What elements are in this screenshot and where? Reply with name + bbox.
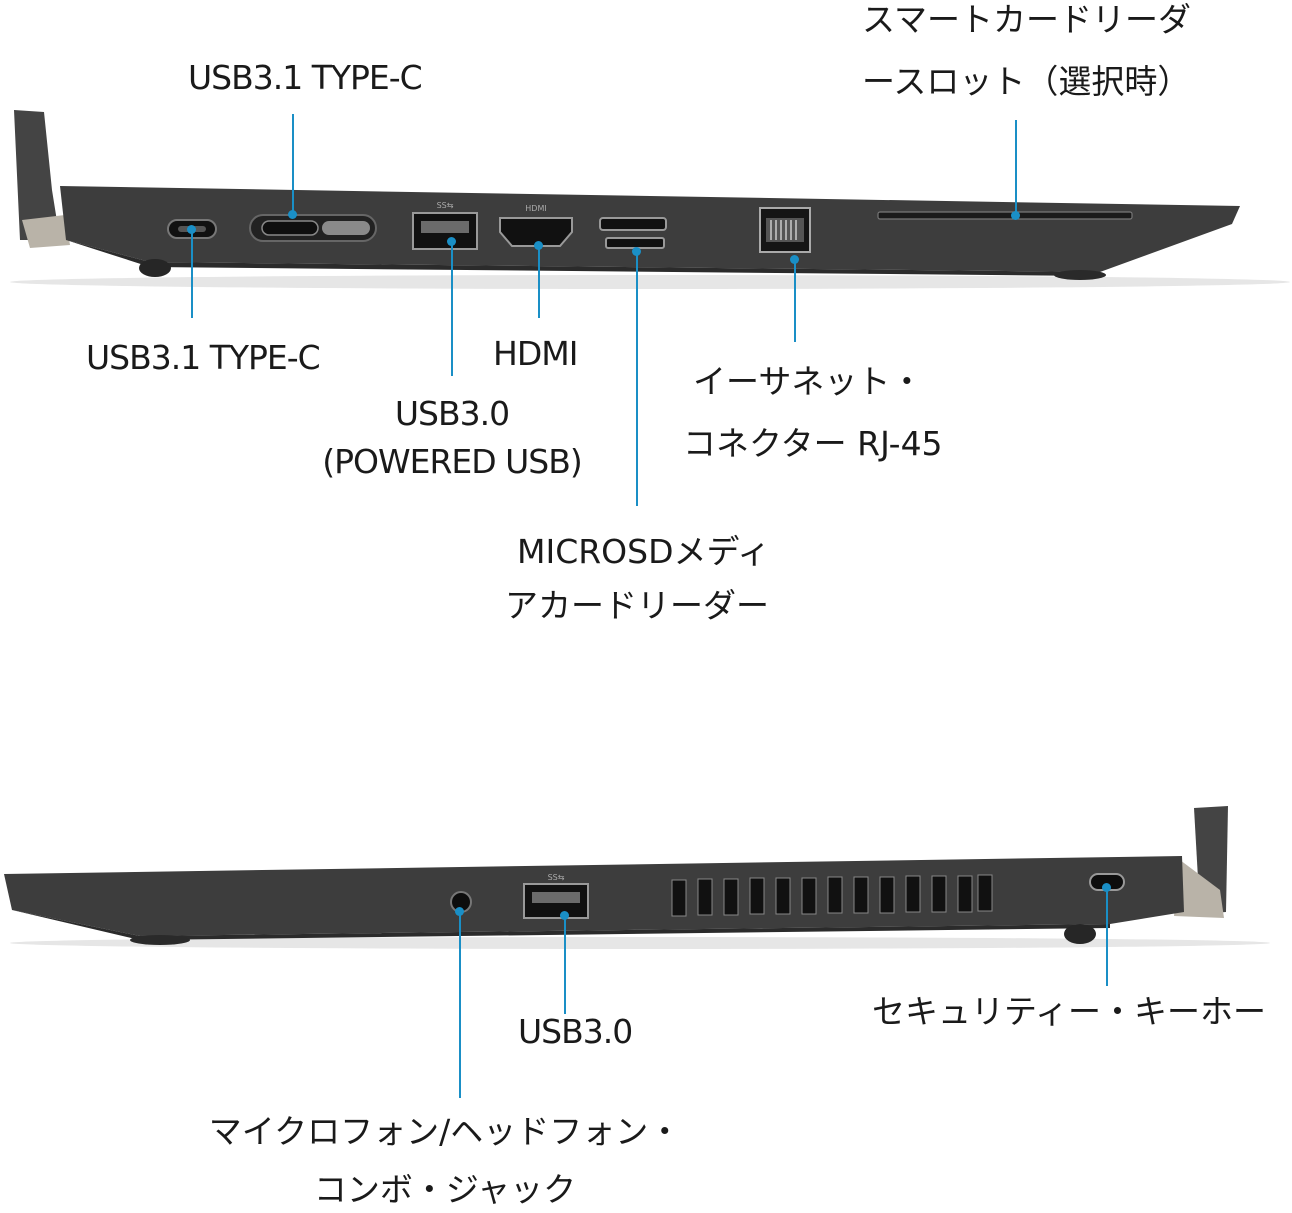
callout-line-smartcard	[1015, 120, 1017, 216]
label-hdmi: HDMI	[493, 334, 578, 373]
port-hdmi	[499, 217, 573, 247]
label-smartcard: スマートカードリーダ ースロット（選択時）	[862, 0, 1192, 101]
hdmi-mark: HDMI	[525, 204, 546, 213]
callout-dot-ethernet	[790, 255, 799, 264]
laptop-left-side-view: SS⇆ HDMI	[10, 110, 1290, 289]
bottom-foot-left	[130, 935, 190, 945]
top-body-edge	[66, 240, 1100, 276]
callout-dot-hdmi	[534, 241, 543, 250]
callout-dot-usbc-bottom	[187, 225, 196, 234]
usb-ss-mark-2: SS⇆	[548, 873, 565, 882]
usb-ss-mark: SS⇆	[437, 201, 454, 210]
bottom-foot-right	[1064, 924, 1096, 944]
laptop-right-side-view: SS⇆	[4, 806, 1270, 949]
callout-dot-usb30	[560, 911, 569, 920]
label-usbc-top: USB3.1 TYPE-C	[188, 58, 423, 97]
callout-dot-smartcard	[1011, 211, 1020, 220]
top-foot-left	[139, 259, 171, 277]
callout-dot-usb30-powered	[447, 237, 456, 246]
bottom-body	[4, 856, 1184, 936]
label-usb30-powered: USB3.0 (POWERED USB)	[322, 394, 583, 481]
bottom-shadow	[10, 937, 1270, 949]
top-foot-right	[1054, 270, 1106, 280]
callout-line-usbc-top	[292, 114, 294, 214]
bottom-body-edge	[12, 910, 1110, 940]
bottom-hinge	[1174, 860, 1224, 918]
callout-line-audio	[459, 910, 461, 1098]
callout-line-microsd	[636, 250, 638, 506]
top-hinge	[22, 215, 70, 248]
label-usbc-bottom: USB3.1 TYPE-C	[86, 338, 321, 377]
label-usb30: USB3.0	[518, 1012, 633, 1051]
callout-line-usbc-bottom	[191, 228, 193, 318]
port-smartcard-slot	[877, 211, 1133, 220]
port-sd-top	[599, 217, 667, 231]
label-ethernet: イーサネット・ コネクター RJ-45	[683, 362, 943, 463]
callout-dot-microsd	[632, 247, 641, 256]
callout-dot-security	[1102, 883, 1111, 892]
callout-line-ethernet	[794, 258, 796, 342]
vent-grille	[671, 874, 993, 917]
label-audio: マイクロフォン/ヘッドフォン・ コンボ・ジャック	[208, 1112, 682, 1209]
callout-dot-audio	[455, 907, 464, 916]
callout-line-usb30	[564, 914, 566, 1014]
callout-dot-usbc-top	[288, 210, 297, 219]
label-security: セキュリティー・キーホー	[872, 992, 1267, 1031]
top-shadow	[10, 275, 1290, 289]
callout-line-security	[1106, 886, 1108, 986]
label-microsd: MICROSDメディ アカードリーダー	[505, 532, 771, 625]
callout-line-usb30-powered	[451, 240, 453, 376]
top-lid	[14, 110, 60, 240]
callout-line-hdmi	[538, 244, 540, 318]
